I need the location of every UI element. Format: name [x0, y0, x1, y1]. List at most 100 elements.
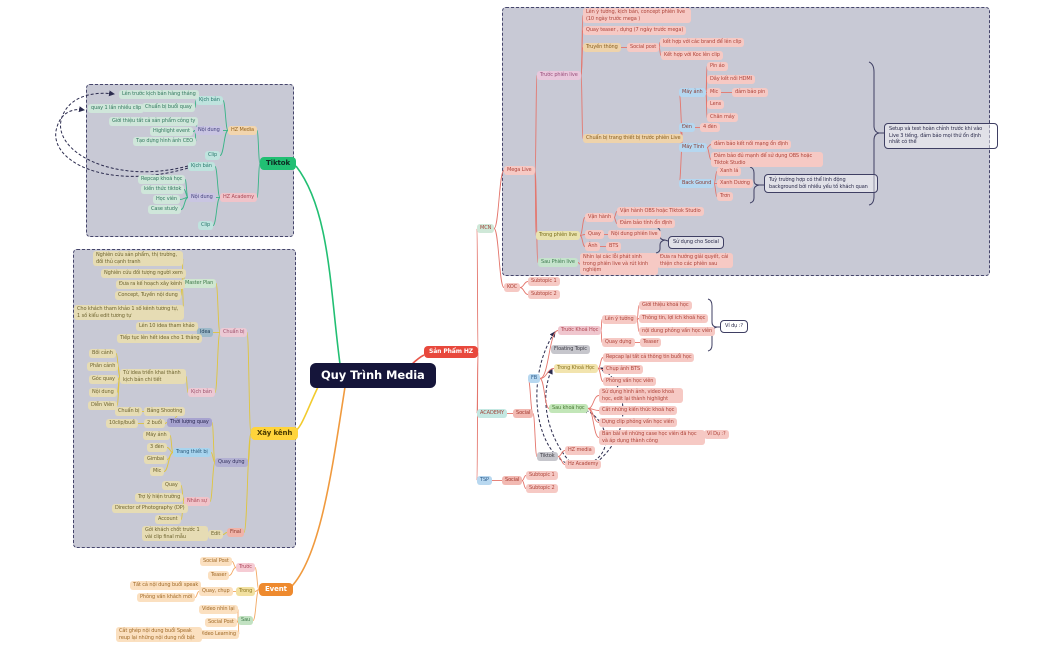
node-ba-den[interactable]: 3 đèn [147, 443, 167, 452]
node-video-nhin-lai[interactable]: Video nhìn lại [199, 605, 238, 614]
node-pv-khach-moi[interactable]: Phỏng vấn khách mời [137, 593, 196, 602]
node-brand-clip[interactable]: kết hợp với các brand để lên clip [660, 38, 745, 47]
node-trang-thiet-bi[interactable]: Trang thiết bị [173, 448, 211, 457]
node-quy-trinh-media[interactable]: Quy Trình Media [310, 363, 436, 388]
node-ke-hoach-xay-kenh[interactable]: Đưa ra kế hoạch xây kênh [116, 280, 186, 289]
node-thong-tin-kh[interactable]: Thông tin, lợi ích khoá học [639, 314, 709, 323]
node-mcn[interactable]: MCN [477, 224, 495, 233]
node-xanh-la[interactable]: Xanh lá [717, 167, 742, 176]
node-floating-topic[interactable]: Floating Topic [551, 345, 590, 354]
node-len-y-tuong-live[interactable]: Lên ý tưởng, kịch bản, concept phiên liv… [583, 8, 691, 23]
node-tiktok[interactable]: Tiktok [260, 157, 297, 171]
node-koc[interactable]: KOC [504, 283, 521, 292]
node-mega-live[interactable]: Mega Live [504, 166, 535, 175]
node-thoi-luong-quay[interactable]: Thời lượng quay [167, 418, 212, 427]
node-gioi-thieu-sp[interactable]: Giới thiệu tất cả sản phẩm công ty [109, 117, 199, 126]
node-sau-kh[interactable]: Sau khoá học [549, 404, 588, 413]
node-quay-chup[interactable]: Quay, chụp [199, 587, 233, 596]
node-noi-dung-xk[interactable]: Nội dung [89, 388, 117, 397]
node-quay-ns[interactable]: Quay [162, 481, 181, 490]
node-hz-academy-2[interactable]: Hz Academy [565, 460, 602, 469]
node-hz-media[interactable]: HZ Media [228, 126, 257, 135]
node-edit[interactable]: Edit [208, 530, 224, 539]
node-truoc-ev[interactable]: Trước [236, 563, 255, 572]
node-teaser-ev[interactable]: Teaser [208, 571, 230, 580]
node-chuan-bi[interactable]: Chuẩn bị [220, 328, 248, 337]
node-du-manh-obs[interactable]: Đảm bảo đủ mạnh để sử dụng OBS hoặc Tikt… [711, 152, 823, 167]
node-tron[interactable]: Trơn [717, 192, 734, 201]
node-hz-academy[interactable]: HZ Academy [220, 193, 257, 202]
node-cb-buoi-quay[interactable]: Chuẩn bị buổi quay [142, 103, 195, 112]
node-hai-buoi[interactable]: 2 buổi [144, 419, 165, 428]
node-dien-vien[interactable]: Diễn Viên [88, 401, 118, 410]
node-van-hanh[interactable]: Vận hành [585, 213, 615, 222]
node-noi-dung-speak[interactable]: Tất cả nội dung buổi speak [130, 581, 202, 590]
node-koc-sub1[interactable]: Subtopic 1 [528, 277, 560, 286]
node-nd-phien-live[interactable]: Nội dung phiên live [608, 230, 661, 239]
node-idea-10[interactable]: Lên 10 idea tham khảo [136, 322, 198, 331]
node-quay-1-lan[interactable]: quay 1 lần nhiều clip [88, 104, 145, 113]
node-clip-academy[interactable]: Clip [198, 221, 214, 230]
node-len-truoc-kb[interactable]: Lên trước kịch bản hàng tháng [119, 90, 199, 99]
node-dung-clip-pv[interactable]: Dựng clip phỏng vấn học viên [599, 418, 677, 427]
node-len-y-tuong-kh[interactable]: Lên ý tưởng [602, 315, 637, 324]
node-kb-chi-tiet[interactable]: Từ idea triển khai thành kịch bản chi ti… [120, 369, 186, 384]
node-event[interactable]: Event [259, 583, 293, 597]
node-may-anh-xk[interactable]: Máy ảnh [143, 431, 170, 440]
node-huong-giai-quyet[interactable]: Đưa ra hướng giải quyết, cải thiện cho c… [657, 253, 733, 268]
node-nhan-su[interactable]: Nhân sự [184, 497, 210, 506]
node-hz-media-2[interactable]: HZ media [565, 446, 595, 455]
node-cat-kien-thuc[interactable]: Cắt những kiến thức khoá học [599, 406, 678, 415]
node-academy[interactable]: ACADEMY [477, 409, 507, 418]
node-gioi-thieu-kh[interactable]: Giới thiệu khoá học [639, 301, 692, 310]
node-quay-dung-kh[interactable]: Quay dựng [602, 338, 635, 347]
node-quay-teaser-live[interactable]: Quay teaser , dựng (7 ngày trước mega) [583, 26, 687, 35]
node-tsp-sub2[interactable]: Subtopic 2 [526, 484, 558, 493]
node-quay-live[interactable]: Quay [585, 230, 604, 239]
node-ban-bai-case[interactable]: Bản bài về những case học viên đã học và… [599, 430, 705, 445]
node-final[interactable]: Final [227, 528, 245, 537]
node-kb-xk[interactable]: Kịch bản [188, 388, 215, 397]
node-social-post-sau[interactable]: Social Post [205, 618, 237, 627]
node-master-plan[interactable]: Master Plan [182, 279, 217, 288]
node-mic-xk[interactable]: Mic [150, 467, 165, 476]
node-vi-du-2[interactable]: Ví Dụ :? [704, 430, 729, 439]
node-tsp-sub1[interactable]: Subtopic 1 [526, 471, 558, 480]
node-san-pham-hz[interactable]: Sản Phẩm HZ [424, 346, 479, 358]
node-xay-kenh[interactable]: Xây kênh [251, 427, 299, 441]
node-social-academy[interactable]: Social [513, 409, 534, 418]
node-mic-live[interactable]: Mic [707, 88, 722, 97]
node-concept-tuyen[interactable]: Concept, Tuyến nội dung [115, 291, 181, 300]
node-xanh-duong[interactable]: Xanh Dương [717, 179, 753, 188]
node-koc-clip[interactable]: Kết hợp với Koc lên clip [661, 51, 723, 60]
node-kb-media[interactable]: Kịch bản [196, 96, 223, 105]
node-sau-live[interactable]: Sau Phiên live [538, 258, 578, 267]
node-trong-kh[interactable]: Trong Khoá Học [554, 364, 598, 373]
node-van-hanh-obs[interactable]: Vận hành OBS hoặc Tiktok Studio [617, 207, 704, 216]
node-teaser-kh[interactable]: Teaser [640, 338, 662, 347]
node-nd-academy[interactable]: Nội dung [188, 193, 216, 202]
node-dp[interactable]: Director of Photography (DP) [112, 504, 188, 513]
node-idea[interactable]: Idea [197, 328, 214, 337]
node-kien-thuc-tiktok[interactable]: kiến thức tiktok [141, 185, 185, 194]
node-cb-thiet-bi-live[interactable]: Chuẩn bị trang thiết bị trước phiên Live [583, 134, 684, 143]
node-note-setup[interactable]: Setup và test hoàn chỉnh trước khi vào L… [884, 123, 998, 149]
node-boi-canh[interactable]: Bối cảnh [89, 349, 116, 358]
node-tsp[interactable]: TSP [477, 476, 492, 485]
node-tro-ly[interactable]: Trợ lý hiện trường [135, 493, 184, 502]
node-dam-bao-pin[interactable]: đảm bảo pin [732, 88, 769, 97]
node-may-tinh[interactable]: Máy Tính [679, 143, 707, 152]
node-bang-shooting[interactable]: Bảng Shooting [144, 407, 186, 416]
node-case-study[interactable]: Case study [148, 205, 181, 214]
node-note-vi-du[interactable]: Ví dụ :? [720, 320, 748, 333]
node-tiktok-academy[interactable]: Tiktok [537, 452, 558, 461]
node-on-dinh[interactable]: Đảm bảo tính ổn định [617, 219, 676, 228]
node-cb-shooting[interactable]: Chuẩn bị [115, 407, 143, 416]
node-pin-ao[interactable]: Pin áo [707, 62, 728, 71]
node-sau-ev[interactable]: Sau [238, 616, 254, 625]
node-idea-thang[interactable]: Tiếp tục lên hết idea cho 1 tháng [117, 334, 203, 343]
node-muoi-clip[interactable]: 10clip/buổi [106, 419, 139, 428]
node-nd-media[interactable]: Nội dung [195, 126, 223, 135]
node-nc-san-pham[interactable]: Nghiên cứu sản phẩm, thị trường, đối thủ… [93, 251, 183, 266]
node-pv-hoc-vien[interactable]: Phỏng vấn học viên [603, 377, 657, 386]
